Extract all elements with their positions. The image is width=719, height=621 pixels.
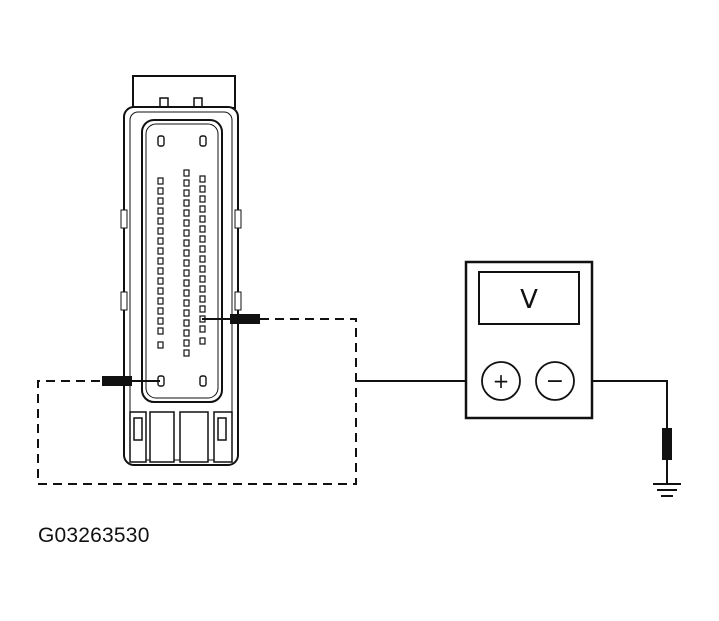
wires xyxy=(356,380,668,428)
ground-probe xyxy=(662,428,672,484)
positive-terminal xyxy=(481,361,521,401)
positive-symbol: + xyxy=(493,369,510,393)
figure-id-label: G03263530 xyxy=(38,524,150,547)
negative-symbol: − xyxy=(546,369,564,394)
voltmeter-display xyxy=(478,271,580,325)
connector-face xyxy=(141,119,223,403)
connector xyxy=(120,75,242,466)
connector-latch xyxy=(132,75,236,109)
ground-icon xyxy=(653,483,681,497)
negative-terminal xyxy=(535,361,575,401)
voltmeter xyxy=(464,260,594,420)
test-leads xyxy=(37,318,357,485)
voltmeter-display-text: V xyxy=(520,285,538,315)
connector-tabs xyxy=(129,411,233,463)
test-probe-icon xyxy=(102,314,260,386)
